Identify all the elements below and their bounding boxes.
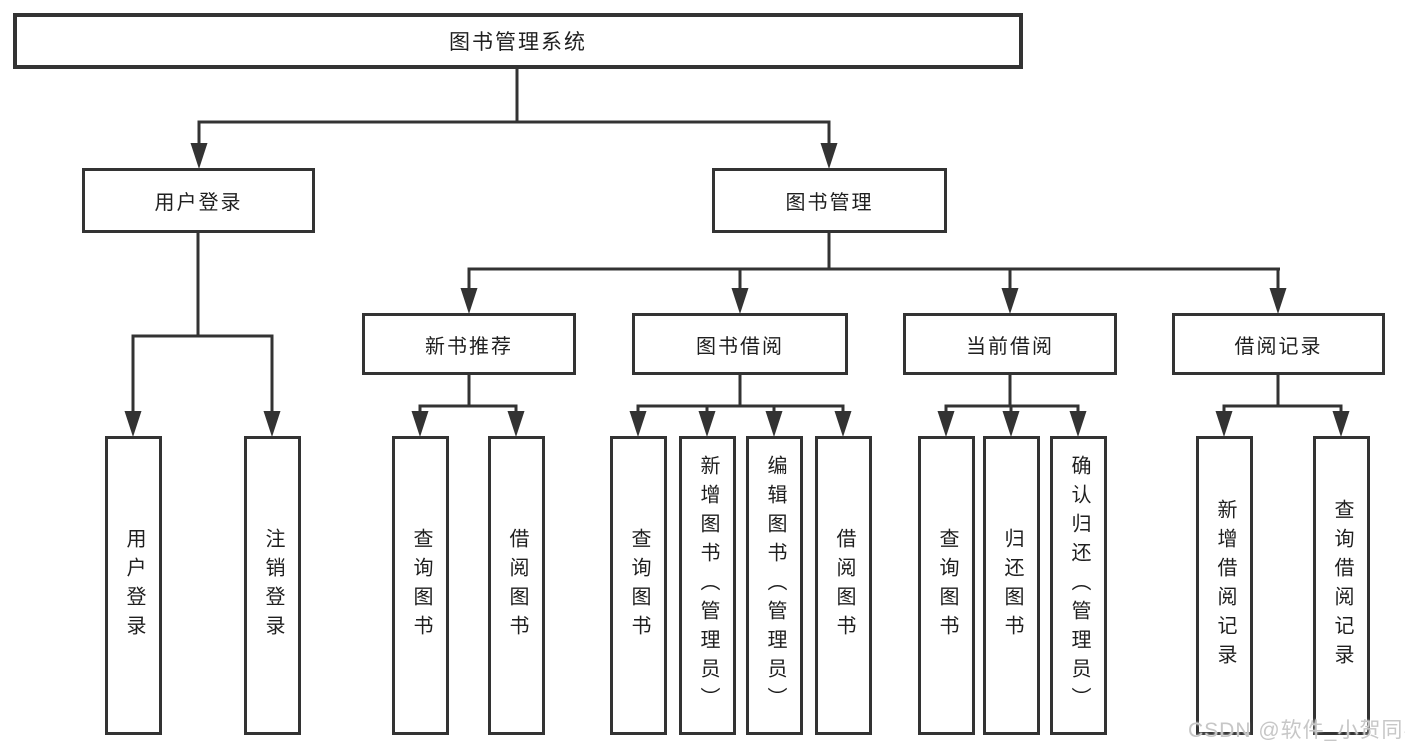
leaf-add-books-admin-label: 新增图书（管理员） [697,455,719,716]
node-root-system: 图书管理系统 [13,13,1023,69]
leaf-return-books: 归还图书 [983,436,1040,735]
leaf-user-login-label: 用户登录 [123,527,145,644]
csdn-watermark: CSDN @软件_小贺同学 [1188,719,1405,742]
leaf-user-login: 用户登录 [105,436,162,735]
node-user-login: 用户登录 [82,168,315,233]
leaf-add-borrow-record: 新增借阅记录 [1196,436,1253,735]
node-user-login-label: 用户登录 [154,192,243,214]
arrowheads [124,143,1350,437]
leaf-query-books-borrowing-label: 查询图书 [628,527,650,644]
leaf-query-books-recommend-label: 查询图书 [410,527,432,644]
leaf-add-borrow-record-label: 新增借阅记录 [1214,498,1236,673]
leaf-borrow-books-recommend-label: 借阅图书 [506,527,528,644]
leaf-return-books-label: 归还图书 [1001,527,1023,644]
leaf-query-books-borrowing: 查询图书 [610,436,667,735]
leaf-confirm-return-admin: 确认归还（管理员） [1050,436,1107,735]
leaf-query-books-recommend: 查询图书 [392,436,449,735]
leaf-query-borrow-record: 查询借阅记录 [1313,436,1370,735]
leaf-logout-label: 注销登录 [262,527,284,644]
leaf-borrow-books-recommend: 借阅图书 [488,436,545,735]
node-new-book-recommend-label: 新书推荐 [425,335,513,358]
node-book-management: 图书管理 [712,168,947,233]
leaf-logout: 注销登录 [244,436,301,735]
leaf-confirm-return-admin-label: 确认归还（管理员） [1068,455,1090,716]
node-root-label: 图书管理系统 [449,31,587,54]
leaf-query-books-current-label: 查询图书 [936,527,958,644]
leaf-edit-books-admin-label: 编辑图书（管理员） [764,455,786,716]
leaf-borrow-books-borrowing-label: 借阅图书 [833,527,855,644]
leaf-add-books-admin: 新增图书（管理员） [679,436,736,735]
leaf-borrow-books-borrowing: 借阅图书 [815,436,872,735]
node-borrowing-records-label: 借阅记录 [1234,335,1323,358]
node-book-management-label: 图书管理 [785,192,874,214]
node-current-borrowing-label: 当前借阅 [966,335,1054,358]
leaf-query-borrow-record-label: 查询借阅记录 [1331,498,1353,673]
node-book-borrowing: 图书借阅 [632,313,848,375]
node-new-book-recommend: 新书推荐 [362,313,576,375]
leaf-edit-books-admin: 编辑图书（管理员） [746,436,803,735]
node-borrowing-records: 借阅记录 [1172,313,1385,375]
node-current-borrowing: 当前借阅 [903,313,1117,375]
node-book-borrowing-label: 图书借阅 [696,335,784,358]
leaf-query-books-current: 查询图书 [918,436,975,735]
